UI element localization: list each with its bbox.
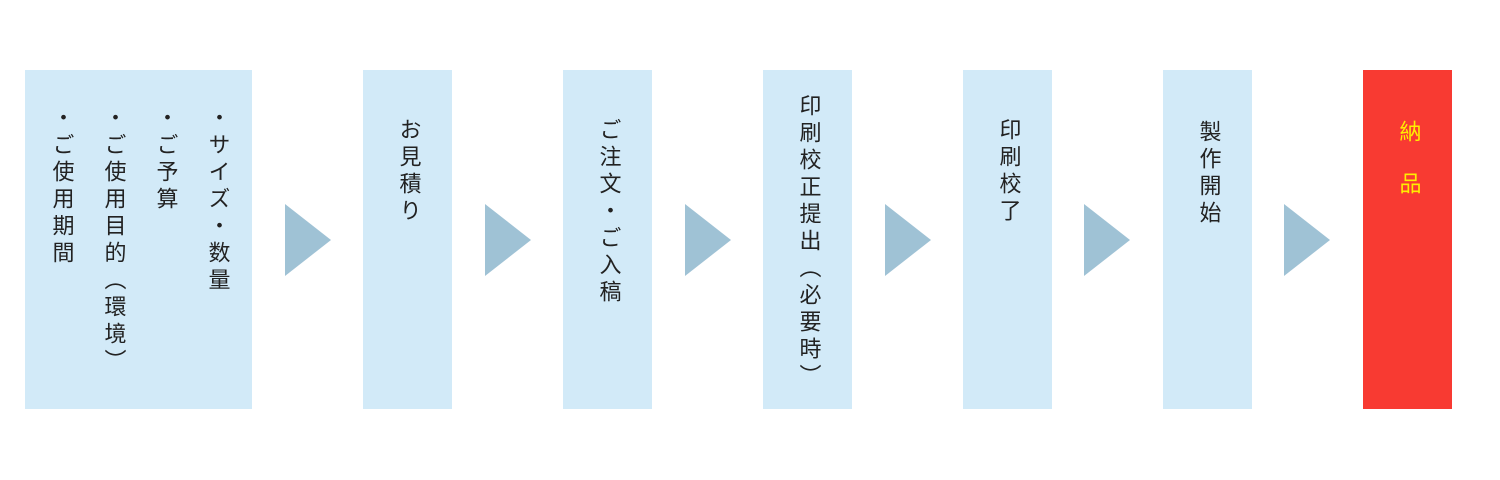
step-proof-box: 印刷校正提出（必要時） [763,70,852,409]
flow-arrow-icon [485,204,531,276]
step-label: 納品 [1395,120,1421,224]
requirement-item: ・ご予算 [152,106,178,214]
step-label: お見積り [395,118,421,226]
step-delivery-box: 納品 [1363,70,1452,409]
requirement-item: ・ご使用目的（環境） [100,106,126,376]
step-label: 印刷校了 [995,118,1021,226]
flow-arrow-icon [1084,204,1130,276]
step-production-box: 製作開始 [1163,70,1252,409]
requirement-item: ・サイズ・数量 [204,106,230,295]
step-requirements-box: ・サイズ・数量 ・ご予算 ・ご使用目的（環境） ・ご使用期間 [25,70,252,409]
step-label: ご注文・ご入稿 [595,118,621,307]
step-order-box: ご注文・ご入稿 [563,70,652,409]
flow-arrow-icon [1284,204,1330,276]
flow-arrow-icon [885,204,931,276]
step-label: 製作開始 [1195,120,1221,228]
requirements-list: ・サイズ・数量 ・ご予算 ・ご使用目的（環境） ・ご使用期間 [35,106,243,376]
flow-arrow-icon [285,204,331,276]
step-estimate-box: お見積り [363,70,452,409]
flow-arrow-icon [685,204,731,276]
requirement-item: ・ご使用期間 [48,106,74,268]
step-label: 印刷校正提出（必要時） [795,94,821,391]
step-proof-approved-box: 印刷校了 [963,70,1052,409]
